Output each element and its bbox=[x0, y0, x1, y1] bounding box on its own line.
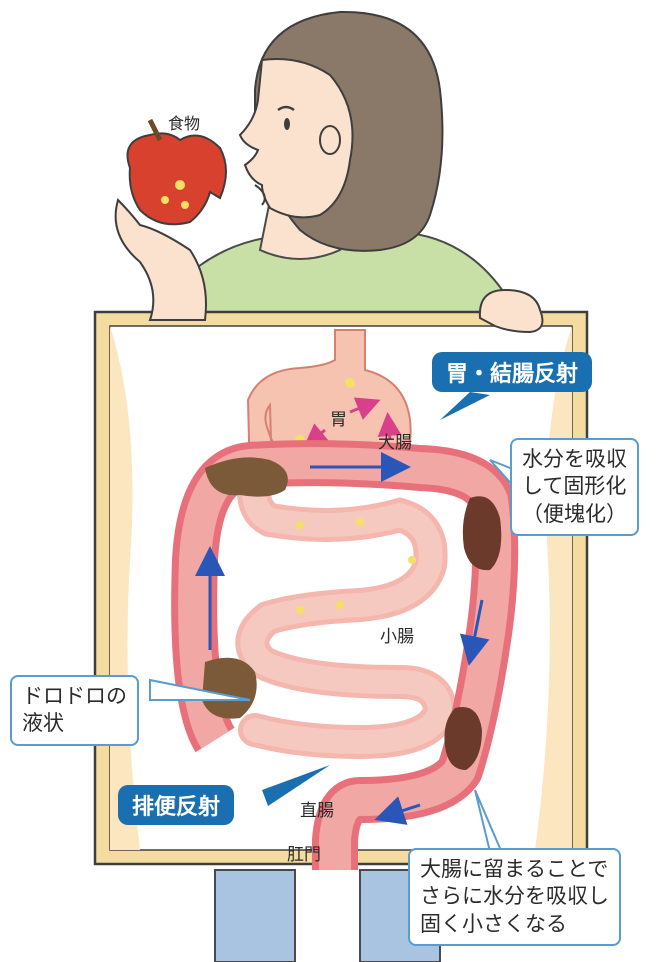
stool-lump bbox=[463, 496, 501, 570]
liquid-state-callout: ドロドロの 液状 bbox=[10, 675, 139, 746]
food-particle bbox=[296, 606, 304, 614]
rectum-label: 直腸 bbox=[300, 796, 334, 821]
eye bbox=[284, 118, 290, 130]
defecation-reflex-callout: 排便反射 bbox=[118, 785, 234, 825]
food-particle bbox=[336, 601, 344, 609]
food-particle bbox=[408, 556, 416, 564]
food-label: 食物 bbox=[168, 110, 200, 134]
stomach-label: 胃 bbox=[330, 405, 347, 430]
callout-line: ドロドロの bbox=[22, 683, 127, 710]
ear bbox=[320, 126, 340, 154]
apple bbox=[128, 133, 227, 224]
large-intestine-label: 大腸 bbox=[378, 428, 412, 453]
apple-seed bbox=[161, 196, 169, 204]
small-intestine-label: 小腸 bbox=[380, 622, 414, 647]
callout-line: 水分を吸収 bbox=[522, 446, 627, 473]
callout-line: 大腸に留まることで bbox=[420, 856, 609, 883]
left-leg bbox=[215, 870, 295, 962]
callout-line: （便塊化） bbox=[522, 501, 627, 528]
food-particle bbox=[356, 518, 364, 526]
apple-seed bbox=[175, 180, 185, 190]
callout-line: さらに水分を吸収し bbox=[420, 883, 609, 910]
callout-line: 固く小さくなる bbox=[420, 911, 609, 938]
gastrocolic-reflex-callout: 胃・結腸反射 bbox=[432, 352, 592, 392]
anus-label: 肛門 bbox=[287, 840, 321, 865]
food-particle bbox=[296, 521, 304, 529]
apple-seed bbox=[181, 201, 189, 209]
food-particle bbox=[345, 378, 355, 388]
stays-in-colon-callout: 大腸に留まることで さらに水分を吸収し 固く小さくなる bbox=[408, 848, 621, 946]
water-absorption-callout: 水分を吸収 して固形化 （便塊化） bbox=[510, 438, 639, 536]
callout-line: して固形化 bbox=[522, 473, 627, 500]
callout-line: 液状 bbox=[22, 710, 127, 737]
